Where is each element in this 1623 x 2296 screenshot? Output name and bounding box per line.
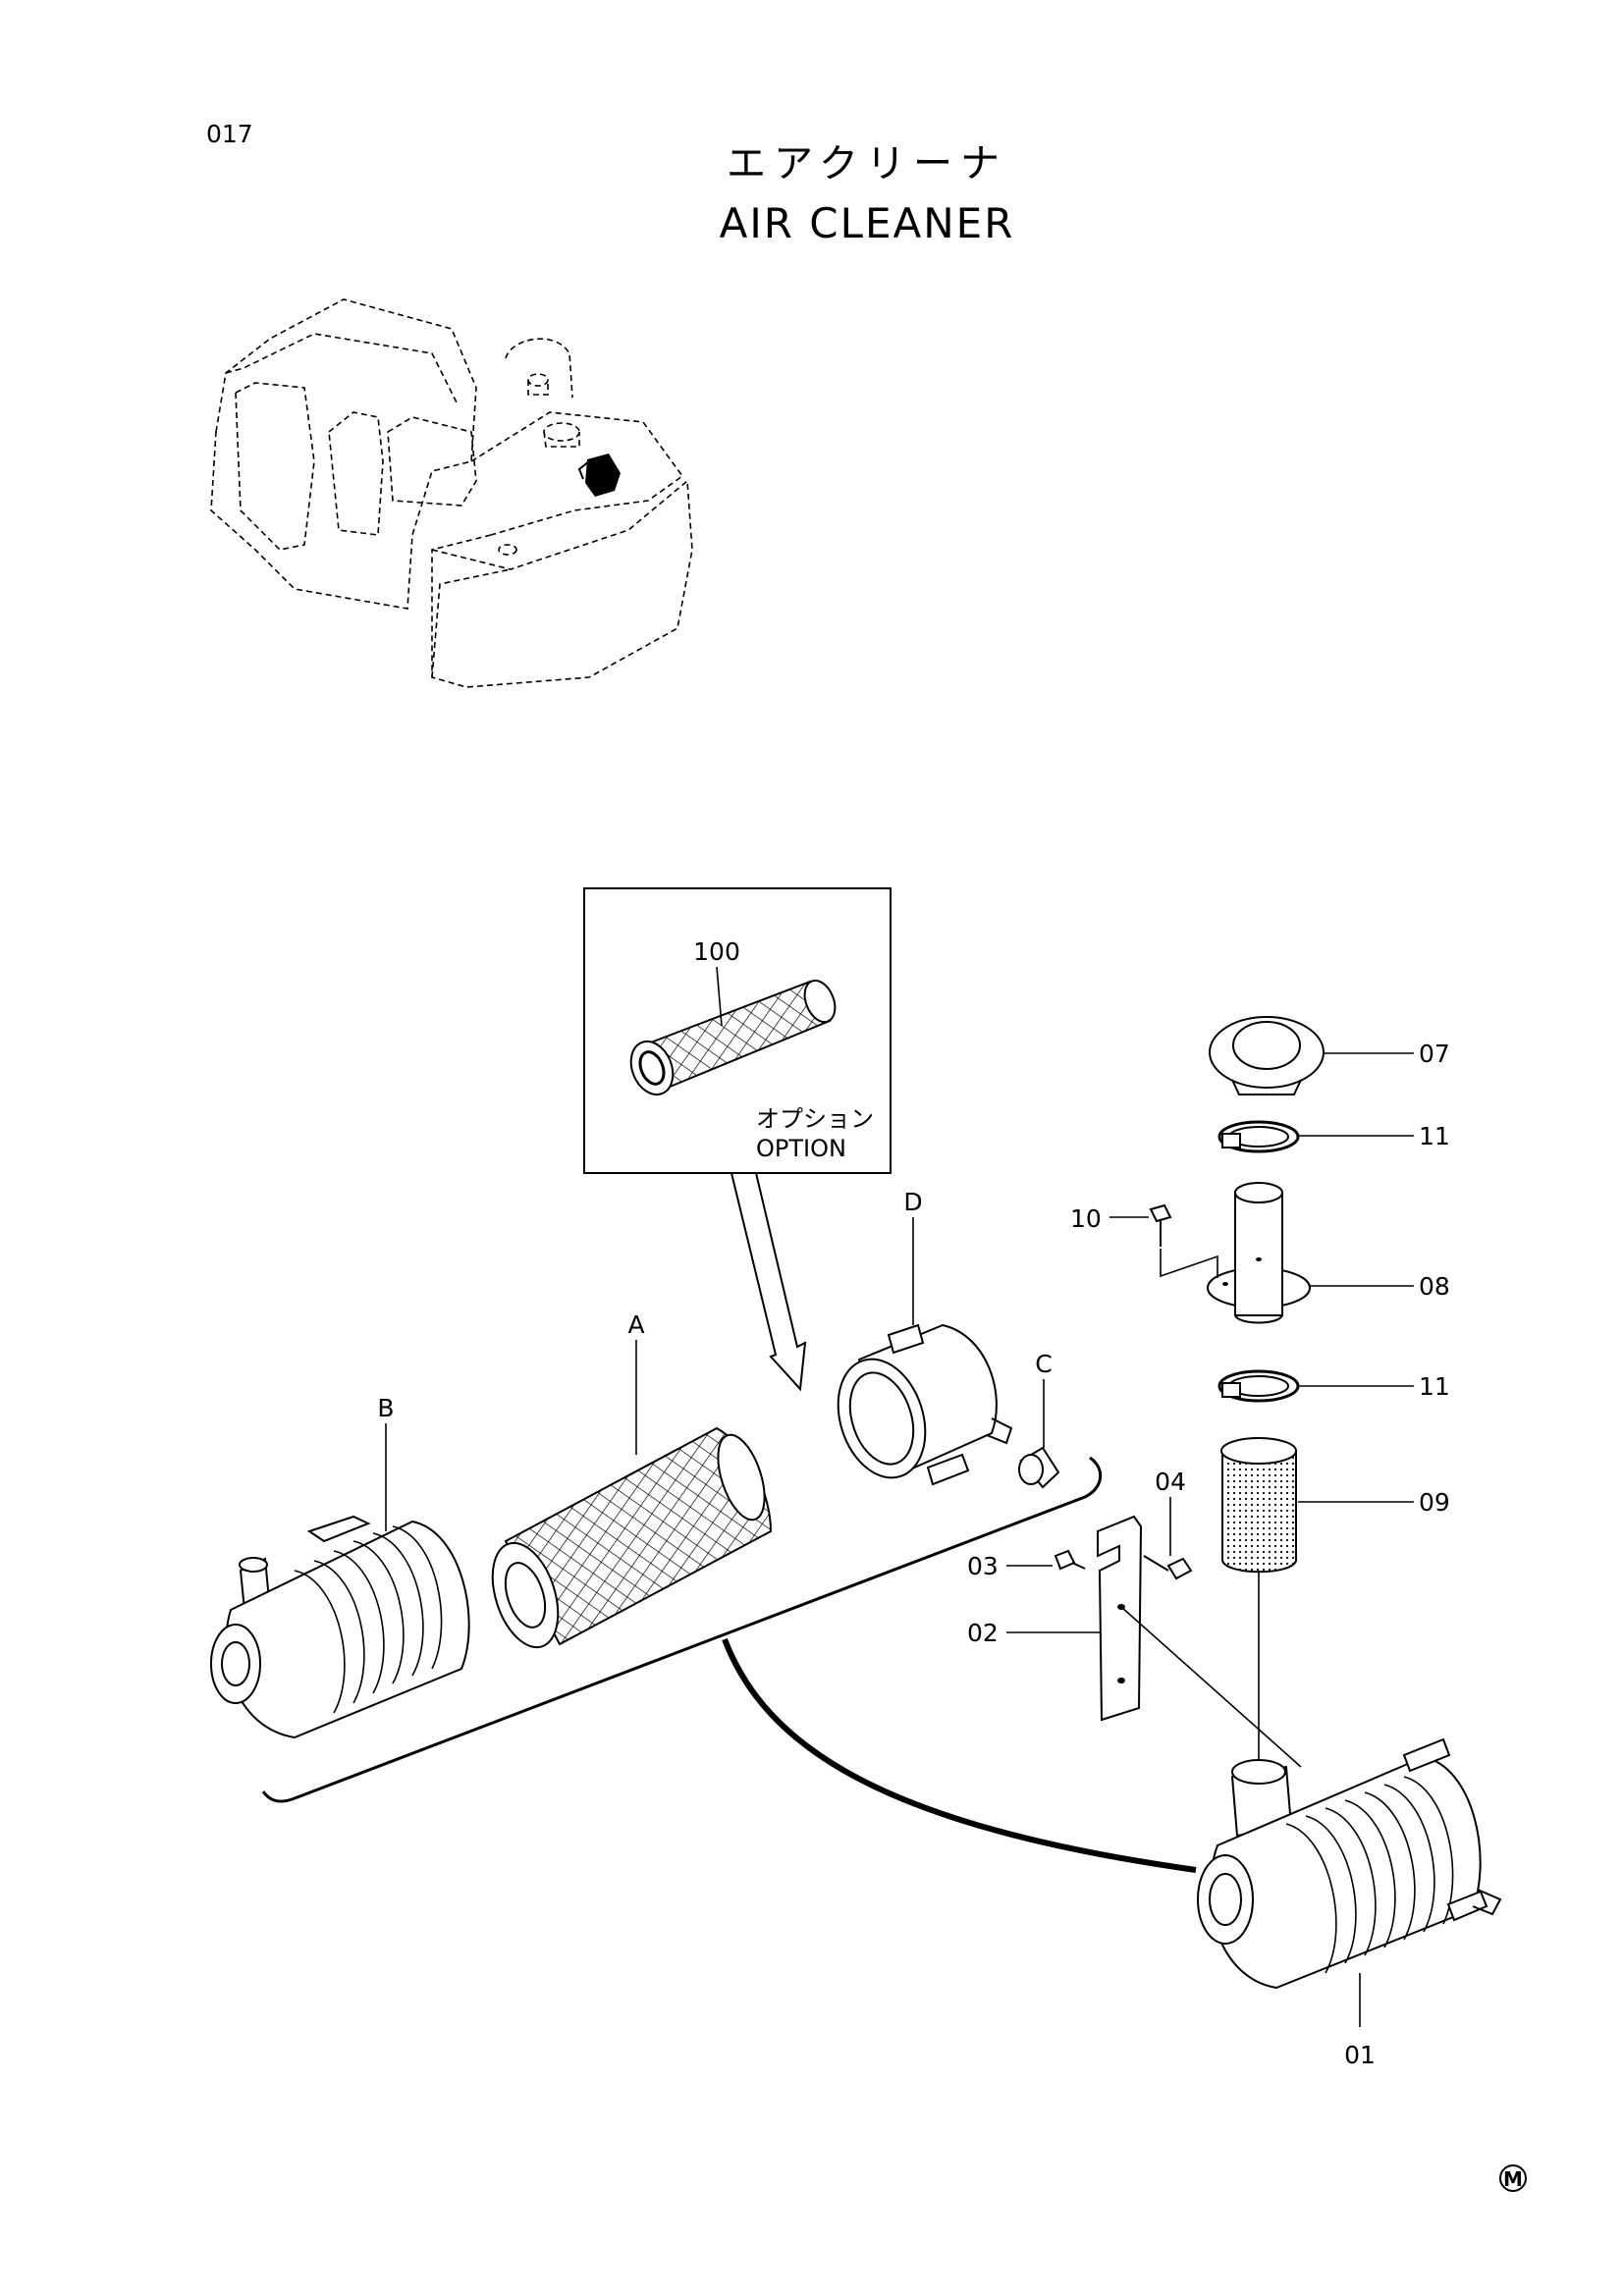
callout-04: 04 xyxy=(1155,1468,1186,1496)
machine-location-sketch xyxy=(210,298,693,688)
callout-01: 01 xyxy=(1344,2041,1376,2069)
part-09-screen xyxy=(1220,1437,1297,1574)
callout-10: 10 xyxy=(1070,1204,1102,1233)
part-04-bolt xyxy=(1143,1555,1193,1580)
part-11-lower-clamp xyxy=(1217,1369,1300,1403)
title-english: AIR CLEANER xyxy=(720,199,1015,247)
part-08-pipe xyxy=(1207,1182,1311,1324)
callout-02: 02 xyxy=(967,1619,999,1647)
title-japanese: エアクリーナ xyxy=(727,141,1007,187)
callout-09: 09 xyxy=(1419,1488,1450,1517)
option-box: 100 オプション OPTION xyxy=(583,887,892,1174)
part-11-upper-clamp xyxy=(1217,1120,1300,1153)
callout-d: D xyxy=(903,1188,922,1216)
mark-letter: M xyxy=(1503,2167,1523,2191)
option-pointer-arrow xyxy=(730,1172,807,1392)
part-d-cover xyxy=(837,1323,1013,1486)
part-01-air-cleaner-assembly xyxy=(1197,1737,1502,1990)
callout-08: 08 xyxy=(1419,1272,1450,1301)
optional-safety-element-100 xyxy=(629,979,837,1096)
callout-100: 100 xyxy=(693,937,740,966)
callout-03: 03 xyxy=(967,1552,999,1580)
air-cleaner-location-icon xyxy=(577,454,621,497)
callout-c: C xyxy=(1035,1350,1052,1378)
circled-m-mark: M xyxy=(1499,2164,1527,2192)
part-c-valve xyxy=(1018,1446,1060,1489)
callout-b: B xyxy=(377,1394,394,1422)
part-02-bracket xyxy=(1097,1515,1302,1768)
part-03-nut xyxy=(1054,1549,1086,1571)
part-b-housing xyxy=(210,1515,470,1739)
part-10-bolt xyxy=(1149,1203,1218,1278)
callout-a: A xyxy=(627,1310,644,1339)
connection-curve xyxy=(722,1637,1197,1873)
option-label-japanese: オプション xyxy=(756,1105,874,1133)
disassembly-panel-outline xyxy=(261,1456,1103,1803)
callout-07: 07 xyxy=(1419,1040,1450,1068)
callout-11-lower: 11 xyxy=(1419,1372,1450,1401)
page-number: 017 xyxy=(206,120,253,148)
part-a-main-element xyxy=(491,1426,773,1649)
part-07-cap xyxy=(1209,1016,1325,1095)
option-label-english: OPTION xyxy=(756,1135,846,1162)
callout-11-upper: 11 xyxy=(1419,1122,1450,1150)
